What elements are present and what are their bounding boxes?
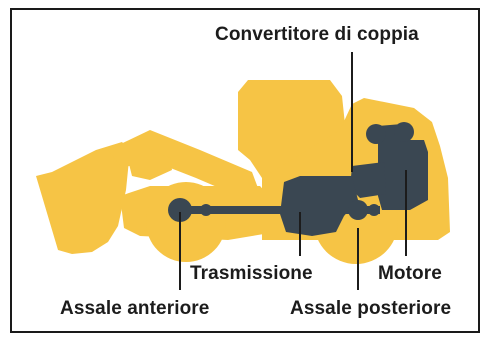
front-axle-label: Assale anteriore	[60, 298, 210, 319]
rear-axle-label: Assale posteriore	[290, 298, 452, 319]
front-driveshaft	[186, 206, 290, 214]
rear-axle-hub	[348, 200, 368, 220]
bucket	[36, 142, 130, 254]
engine-block	[378, 124, 428, 210]
engine-cylinder	[366, 124, 386, 144]
lift-arm	[108, 130, 258, 196]
leader-lines	[179, 52, 407, 290]
engine-label: Motore	[378, 263, 442, 284]
rear-axle-joint	[368, 204, 380, 216]
engine-cylinder	[394, 122, 414, 142]
front-axle-joint	[200, 204, 212, 216]
linkage	[128, 148, 172, 180]
torque-converter	[350, 162, 386, 198]
torque-converter-label: Convertitore di coppia	[215, 24, 419, 45]
front-axle-hub	[168, 198, 192, 222]
front-wheel	[146, 182, 226, 262]
transmission-label: Trasmissione	[190, 263, 313, 284]
